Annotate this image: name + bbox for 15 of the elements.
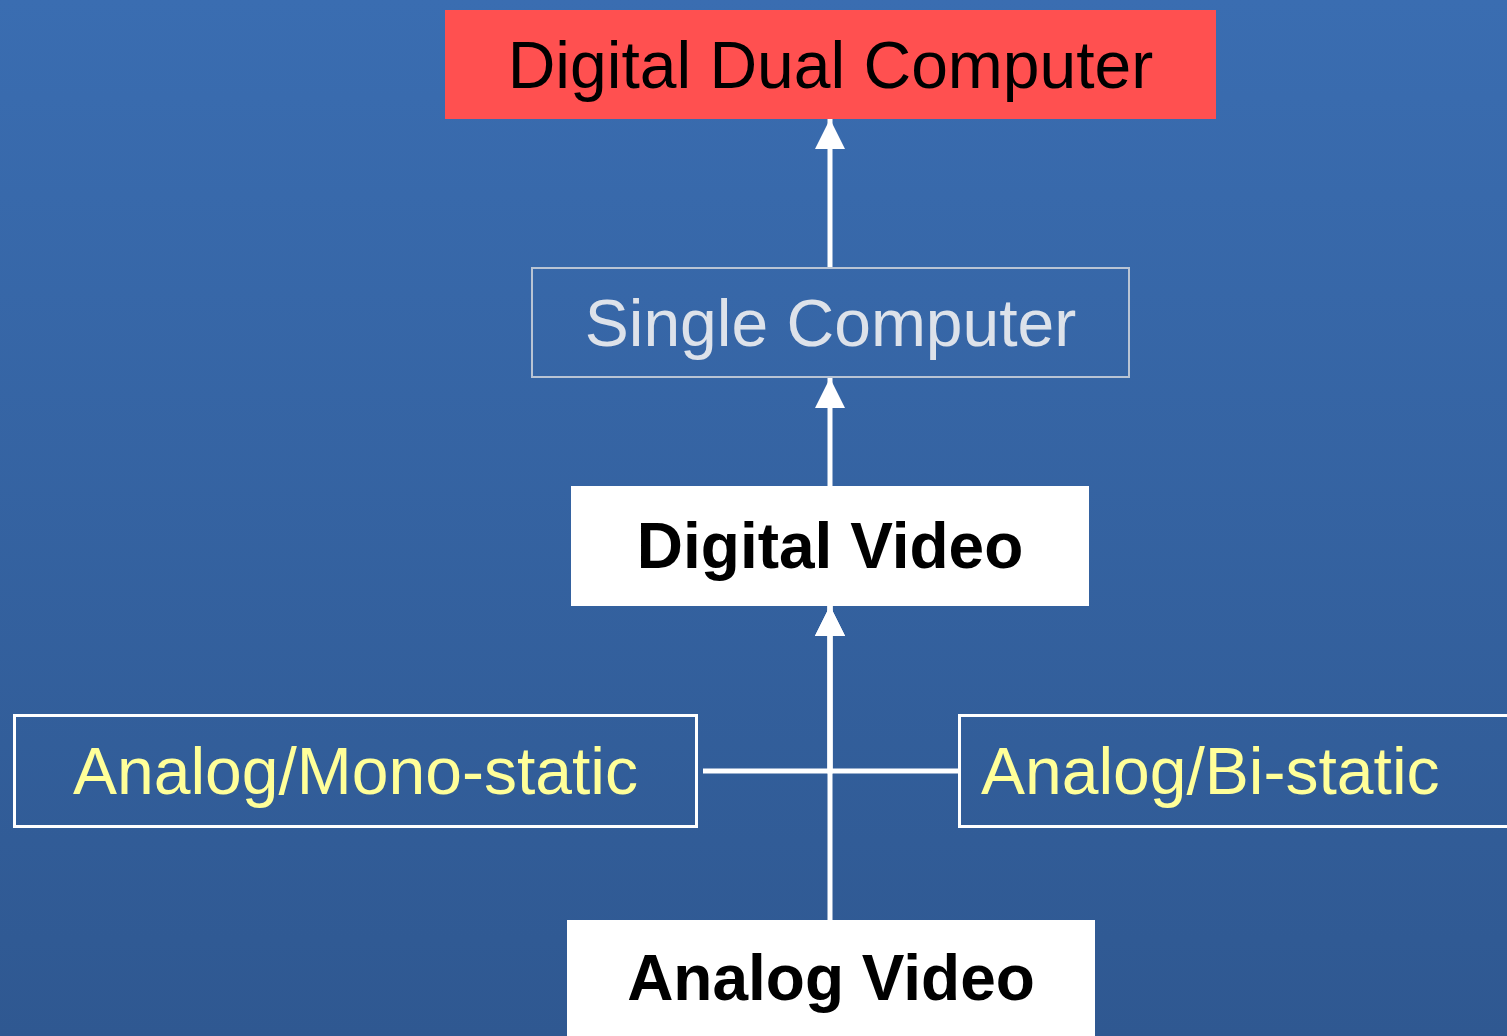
arrow	[815, 119, 845, 267]
process-box	[13, 714, 698, 828]
process-box	[567, 920, 1095, 1036]
process-box	[445, 10, 1216, 119]
node-label: Analog/Bi-static	[981, 733, 1440, 809]
node-label: Single Computer	[584, 284, 1077, 361]
arrow	[815, 606, 958, 774]
node-label: Digital Dual Computer	[507, 26, 1154, 103]
process-box	[531, 267, 1130, 378]
node-label: Analog Video	[627, 941, 1035, 1015]
process-box	[571, 486, 1089, 606]
node-label: Digital Video	[636, 509, 1024, 583]
process-box	[958, 714, 1507, 828]
arrow	[815, 378, 845, 486]
node-label: Analog/Mono-static	[73, 733, 638, 809]
